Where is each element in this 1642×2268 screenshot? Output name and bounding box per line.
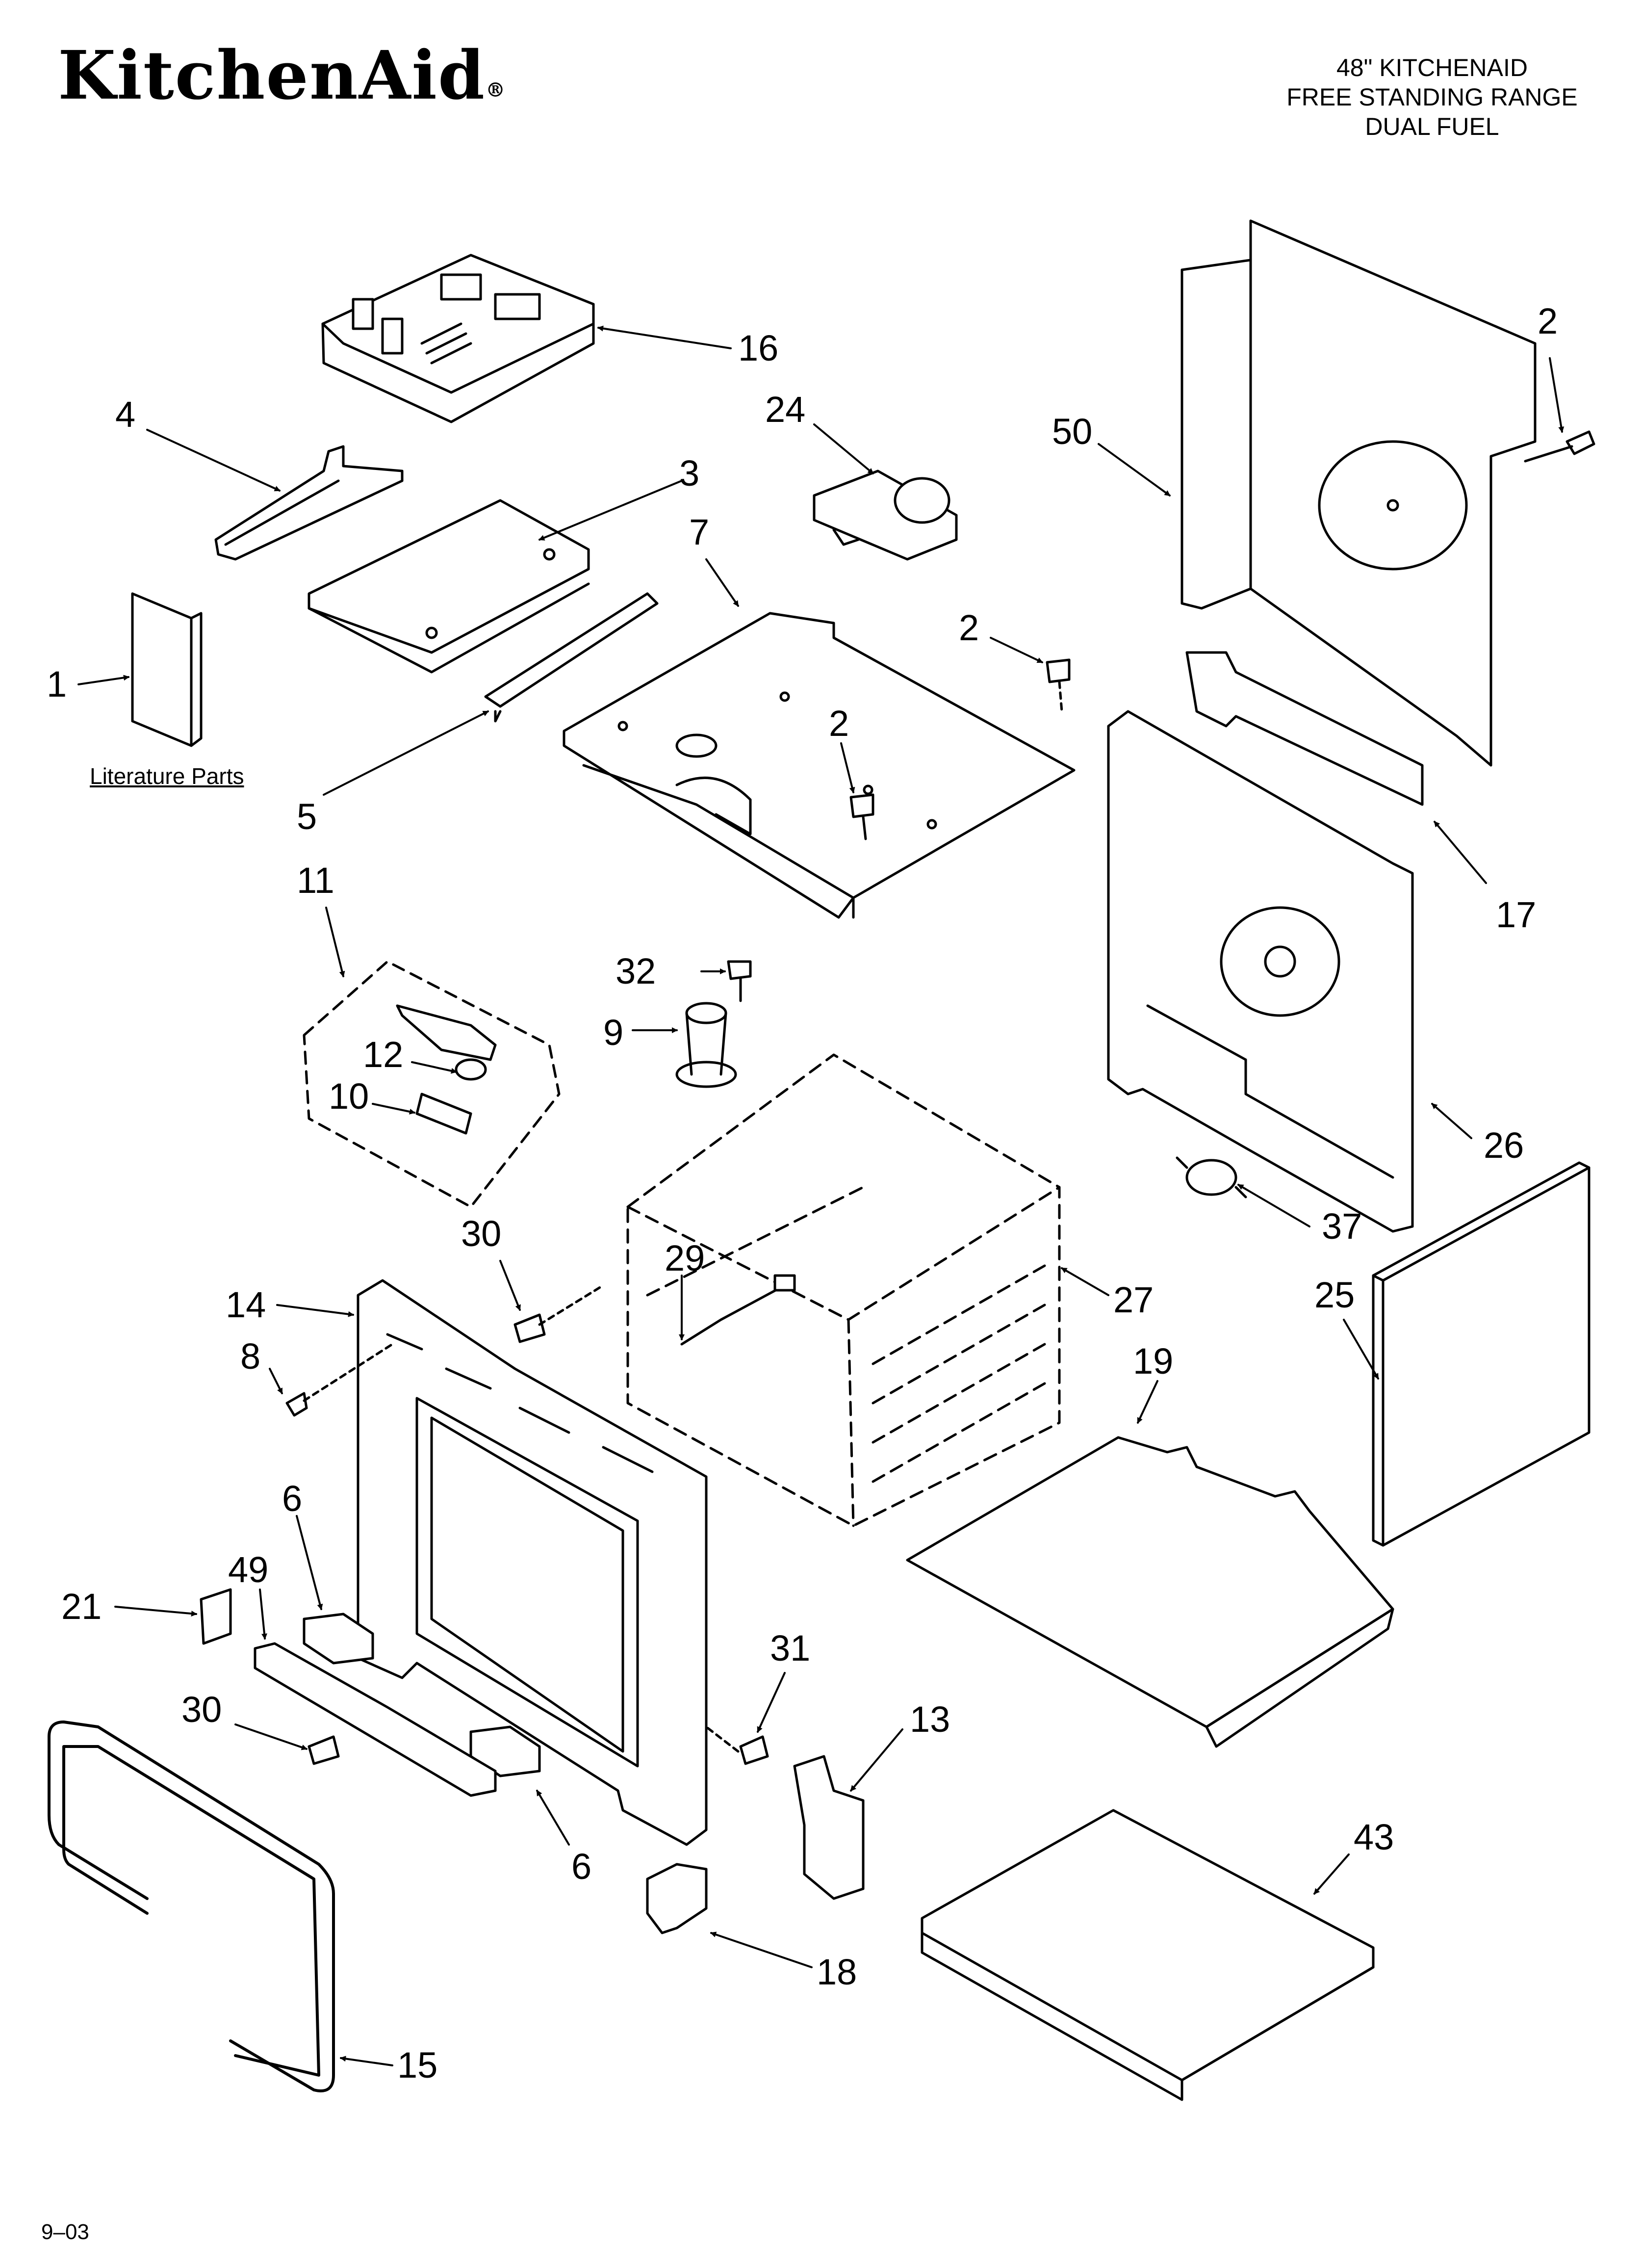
callout-13: 13 — [910, 1699, 950, 1740]
part-shield-plate — [308, 499, 590, 674]
part-clip-21 — [200, 1588, 232, 1645]
part-vent-tube — [675, 1002, 737, 1088]
callout-18: 18 — [817, 1952, 857, 1992]
part-bar-49 — [254, 1642, 497, 1797]
callout-43: 43 — [1354, 1817, 1394, 1857]
callout-7: 7 — [689, 512, 709, 552]
part-bracket-13 — [793, 1755, 865, 1900]
callout-29: 29 — [665, 1238, 705, 1278]
kitchenaid-logo: KitchenAid® — [58, 36, 507, 115]
part-door-panel — [906, 1436, 1394, 1748]
title-line-3: DUAL FUEL — [1365, 113, 1499, 140]
part-bracket-18 — [646, 1863, 708, 1934]
part-sensor — [1176, 1156, 1247, 1199]
callout-6-low: 6 — [571, 1846, 591, 1887]
part-literature — [131, 592, 203, 747]
callout-26: 26 — [1484, 1125, 1524, 1166]
callout-15: 15 — [397, 2045, 437, 2086]
part-screw-8 — [285, 1343, 394, 1417]
title-line-1: 48" KITCHENAID — [1336, 54, 1528, 81]
callout-37: 37 — [1322, 1206, 1362, 1247]
callout-6-top: 6 — [282, 1478, 302, 1519]
model-title-block: 48" KITCHENAID FREE STANDING RANGE DUAL … — [1256, 53, 1609, 141]
callout-1: 1 — [47, 664, 67, 704]
callout-49: 49 — [228, 1549, 268, 1590]
callout-30-top: 30 — [461, 1213, 501, 1254]
callout-2-mid: 2 — [959, 607, 979, 648]
part-rear-inner-panel — [1107, 710, 1414, 1233]
callout-10: 10 — [329, 1076, 369, 1117]
callout-24: 24 — [765, 389, 805, 430]
callout-21: 21 — [61, 1586, 102, 1627]
callout-50: 50 — [1052, 411, 1092, 452]
callout-14: 14 — [226, 1284, 266, 1325]
callout-30-low: 30 — [181, 1689, 222, 1730]
title-line-2: FREE STANDING RANGE — [1286, 83, 1578, 111]
part-oven-cavity — [626, 1053, 1061, 1527]
part-back-panel — [1180, 219, 1537, 767]
callout-5: 5 — [297, 796, 317, 837]
part-screw-2a — [1524, 430, 1595, 463]
part-front-frame — [357, 1279, 708, 1846]
part-strip-5 — [484, 592, 659, 723]
callout-2-top: 2 — [1538, 301, 1558, 341]
part-screw-32 — [727, 960, 752, 1002]
part-bracket-4 — [214, 445, 404, 561]
part-door-gasket — [48, 1721, 335, 2092]
callout-labels: 16 24 4 3 2 50 7 1 2 2 5 17 11 32 9 12 1… — [47, 301, 1558, 2086]
callout-16: 16 — [738, 328, 778, 368]
callout-2-low: 2 — [829, 703, 849, 744]
callout-leaders — [77, 325, 1565, 2066]
part-screw-2b — [1046, 658, 1071, 713]
callout-32: 32 — [616, 951, 656, 991]
callout-11: 11 — [297, 860, 334, 901]
callout-3: 3 — [679, 453, 699, 494]
part-bottom-tray — [921, 1809, 1375, 2101]
callout-9: 9 — [603, 1012, 623, 1053]
part-switch-assembly — [813, 469, 958, 561]
literature-parts-label: Literature Parts — [90, 763, 244, 789]
callout-25: 25 — [1314, 1275, 1355, 1315]
callout-31: 31 — [770, 1628, 810, 1668]
part-block-6a — [303, 1613, 374, 1665]
part-screw-2c — [849, 793, 874, 840]
callout-4: 4 — [115, 394, 135, 435]
part-top-panel — [563, 612, 1076, 919]
callout-19: 19 — [1133, 1341, 1173, 1382]
date-code: 9–03 — [41, 2220, 89, 2244]
callout-8: 8 — [240, 1336, 260, 1377]
part-light-kit — [303, 960, 561, 1208]
callout-17: 17 — [1496, 894, 1536, 935]
part-screw-30a — [513, 1284, 605, 1343]
part-screw-30b — [308, 1735, 340, 1765]
part-control-board — [321, 254, 595, 423]
callout-12: 12 — [363, 1034, 403, 1075]
part-sensor-probe — [680, 1274, 796, 1346]
part-side-panel — [1372, 1161, 1591, 1547]
part-screw-31 — [705, 1725, 769, 1765]
part-bracket-17 — [1185, 651, 1424, 806]
callout-27: 27 — [1113, 1279, 1154, 1320]
